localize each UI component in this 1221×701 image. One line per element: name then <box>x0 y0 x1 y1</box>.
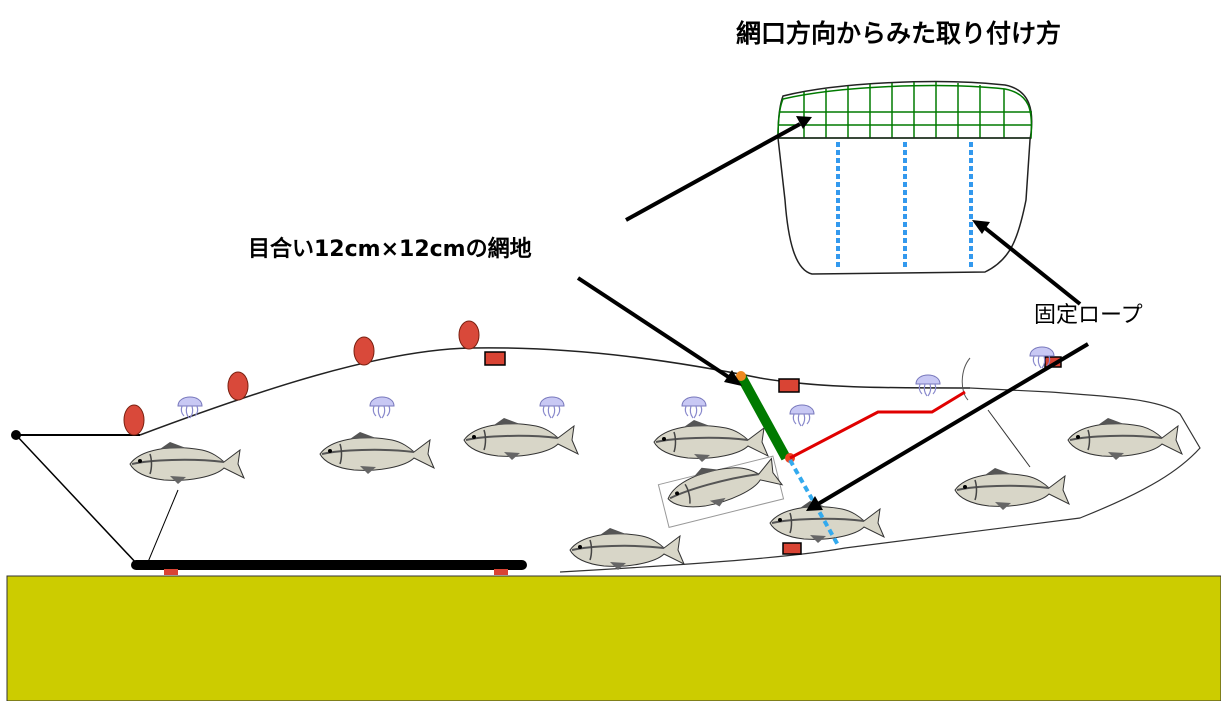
headrope <box>139 347 971 436</box>
marker-icon <box>782 542 802 555</box>
net-mouth-ring <box>961 357 971 401</box>
inset-title: 網口方向からみた取り付け方 <box>736 19 1061 48</box>
float-icon <box>458 320 480 350</box>
mesh-panel-top-knot <box>736 371 746 381</box>
fish-icon <box>661 448 785 520</box>
jellyfish-icon <box>915 374 941 397</box>
marker-icon <box>484 351 506 366</box>
float-icon <box>227 371 249 401</box>
jellyfish-icon <box>789 404 815 427</box>
fish-icon <box>129 441 245 485</box>
arrow-rope-inset <box>983 226 1082 306</box>
net-outline <box>559 387 1201 573</box>
arrow-mesh-panel <box>576 276 732 380</box>
sinker-icon <box>164 569 178 575</box>
fixing-rope-label: 固定ロープ <box>1034 303 1143 328</box>
fish-icon <box>954 467 1070 511</box>
jellyfish-icon <box>369 396 395 419</box>
fixing-rope-dotted <box>788 459 840 546</box>
sinker-icon <box>494 569 508 575</box>
mesh-panel <box>736 373 791 461</box>
seabed <box>6 575 1221 701</box>
float-icon <box>123 404 145 436</box>
net-inner-line <box>987 409 1031 468</box>
fish-caught-frame <box>657 448 785 528</box>
jellyfish-icon <box>539 396 565 419</box>
arrowhead-icon <box>724 370 742 386</box>
jellyfish-icon <box>177 396 203 419</box>
red-line <box>789 390 966 460</box>
anchor-line-diagonal <box>15 434 139 566</box>
marker-icon <box>778 378 800 393</box>
mesh-label: 目合い12cm×12cmの網地 <box>248 236 532 262</box>
fish-icon <box>463 417 579 461</box>
arrow-mesh-inset <box>625 122 801 222</box>
net-mouth-inset <box>777 80 1033 275</box>
float-icon <box>353 336 375 366</box>
fish-icon <box>319 431 435 475</box>
inset-fixing-ropes <box>836 142 973 270</box>
anchor-line-vertical <box>147 489 179 563</box>
arrowhead-icon <box>972 220 990 234</box>
inset-mesh-grid <box>777 82 1033 139</box>
jellyfish-icon <box>681 396 707 419</box>
arrow-rope-main <box>816 342 1090 506</box>
arrowhead-icon <box>806 496 823 511</box>
fish-icon <box>1067 417 1183 461</box>
arrowhead-icon <box>796 116 812 129</box>
fish-icon <box>569 527 685 571</box>
fish-icon <box>653 419 769 463</box>
